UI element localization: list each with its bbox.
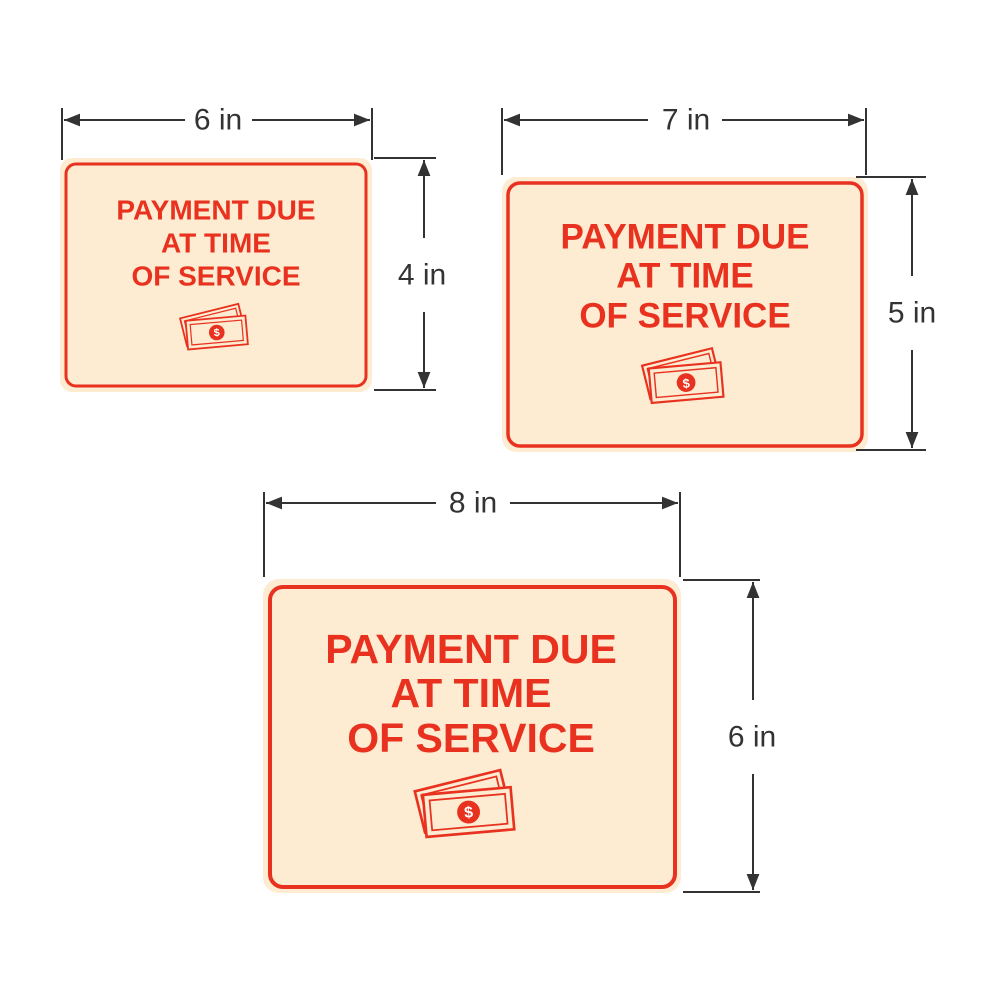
sign-line-2: AT TIME: [616, 257, 753, 296]
sign-line-1: PAYMENT DUE: [325, 626, 617, 672]
money-bills-icon: $: [179, 302, 249, 351]
sign-line-2: AT TIME: [391, 670, 552, 716]
sign-line-1: PAYMENT DUE: [561, 218, 810, 257]
width-dimension-medium: 7 in: [501, 104, 867, 175]
sign-line-2: AT TIME: [161, 228, 271, 259]
sign-small: PAYMENT DUE AT TIME OF SERVICE $: [60, 158, 372, 392]
width-dimension-large: 8 in: [263, 487, 681, 577]
height-dimension-large: 6 in: [683, 579, 776, 893]
sign-line-3: OF SERVICE: [347, 715, 595, 761]
svg-text:$: $: [682, 375, 691, 391]
height-label: 6 in: [728, 721, 776, 754]
width-label: 8 in: [449, 487, 497, 520]
sign-line-3: OF SERVICE: [131, 261, 300, 292]
svg-text:$: $: [213, 327, 220, 339]
width-label: 7 in: [662, 104, 710, 137]
sign-line-3: OF SERVICE: [579, 297, 790, 336]
money-bills-icon: $: [641, 347, 725, 405]
width-label: 6 in: [194, 104, 242, 137]
width-dimension-small: 6 in: [61, 104, 373, 160]
money-bills-icon: $: [413, 768, 516, 839]
sign-large: PAYMENT DUE AT TIME OF SERVICE $: [263, 579, 681, 893]
svg-text:$: $: [464, 804, 474, 822]
sign-medium: PAYMENT DUE AT TIME OF SERVICE $: [502, 177, 868, 452]
height-dimension-small: 4 in: [374, 157, 446, 391]
sign-line-1: PAYMENT DUE: [116, 195, 315, 226]
height-label: 4 in: [398, 259, 446, 292]
height-dimension-medium: 5 in: [856, 176, 936, 451]
height-label: 5 in: [888, 297, 936, 330]
